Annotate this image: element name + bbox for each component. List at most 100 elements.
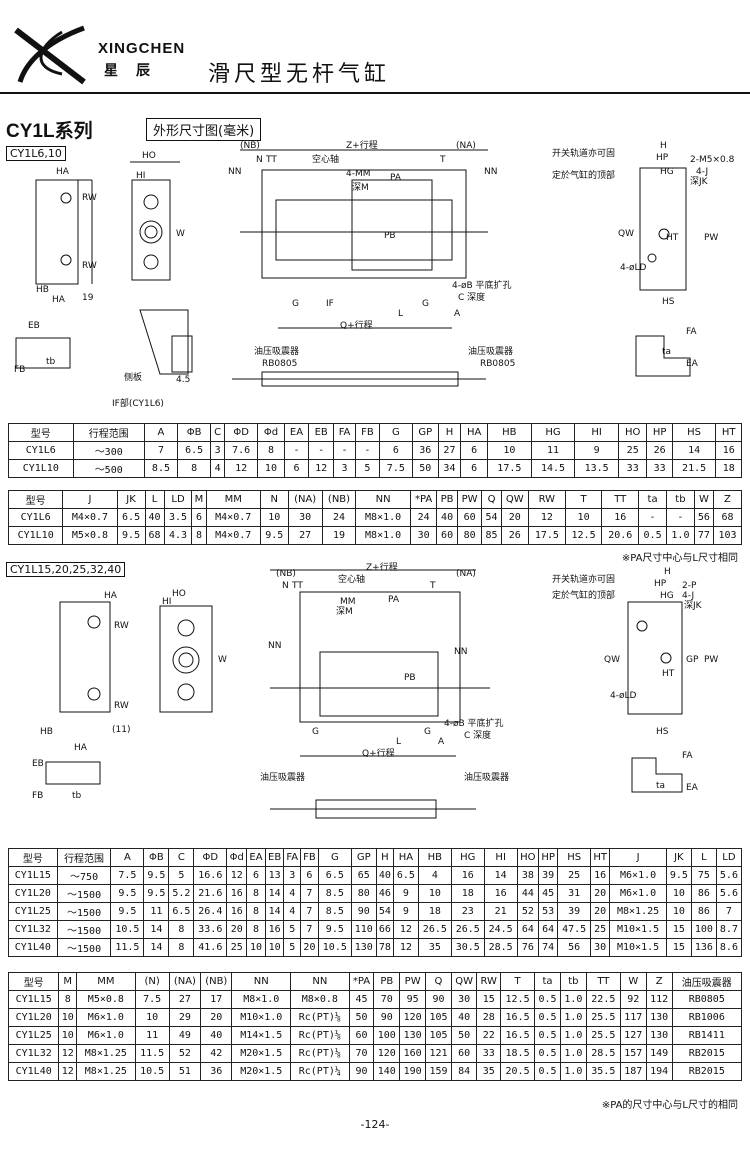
table-cell: 9.5 bbox=[665, 866, 692, 885]
table-cell: 130 bbox=[645, 1008, 673, 1027]
table-cell: 10 bbox=[665, 884, 692, 903]
table-cell: 6.5 bbox=[168, 902, 195, 921]
column-header: Φd bbox=[226, 848, 248, 867]
table-cell: 21 bbox=[483, 902, 518, 921]
column-header: A bbox=[143, 423, 179, 442]
dim-mm-2: MM bbox=[340, 597, 356, 607]
table-cell: 90 bbox=[350, 902, 377, 921]
dim-11: (11) bbox=[112, 725, 130, 735]
table-cell: 53 bbox=[538, 902, 559, 921]
table-cell: 157 bbox=[619, 1044, 647, 1063]
section2-drawings: HA RW RW HB HA (11) HO HI W Z+行程 (NB) (N… bbox=[32, 562, 718, 819]
dim-4j-1: 4-J bbox=[696, 167, 708, 177]
column-header: G bbox=[317, 848, 352, 867]
table-cell: 16 bbox=[715, 441, 742, 460]
table-cell: 16.6 bbox=[193, 866, 228, 885]
table-cell: 75 bbox=[690, 866, 717, 885]
column-header: JK bbox=[665, 848, 692, 867]
column-header: J bbox=[609, 848, 667, 867]
dim-hb-1: HB bbox=[36, 285, 49, 295]
dim-na-1: (NA) bbox=[456, 141, 476, 151]
table-cell: 9.5 bbox=[116, 526, 146, 545]
dim-nn-2b: NN bbox=[454, 647, 467, 657]
section1-drawings: HA RW RW HB HA 19 HO HI W Z+行程 (NB) (NA)… bbox=[14, 140, 735, 409]
m5-thread-1: 2-M5×0.8 bbox=[690, 155, 735, 165]
column-header: MM bbox=[76, 972, 136, 991]
column-header: N bbox=[259, 490, 289, 509]
column-header: W bbox=[619, 972, 647, 991]
table-cell: 15 bbox=[476, 990, 502, 1009]
dim-rw-2a: RW bbox=[114, 621, 129, 631]
dim-ha-2: HA bbox=[104, 591, 118, 601]
table-cell: 159 bbox=[425, 1062, 452, 1081]
table-cell: M20×1.5 bbox=[231, 1062, 292, 1081]
table-cell: 7 bbox=[143, 441, 179, 460]
column-header: (NA) bbox=[168, 972, 202, 991]
table-cell: 12 bbox=[58, 1062, 78, 1081]
dim-hs-2: HS bbox=[656, 727, 669, 737]
table-cell: 9.5 bbox=[317, 920, 352, 939]
table-cell: 140 bbox=[373, 1062, 401, 1081]
table-cell: CY1L20 bbox=[8, 884, 58, 903]
column-header: 油压吸震器 bbox=[671, 972, 743, 991]
column-header: (NB) bbox=[321, 490, 357, 509]
dim-hg-2: HG bbox=[660, 591, 674, 601]
table-cell: 0.5 bbox=[534, 1062, 561, 1081]
column-header: 型号 bbox=[7, 972, 60, 991]
table-cell: CY1L6 bbox=[8, 441, 74, 460]
table-cell: 28 bbox=[476, 1008, 502, 1027]
table-cell: 3 bbox=[332, 459, 357, 478]
table-cell: 6 bbox=[283, 459, 310, 478]
column-header: PW bbox=[399, 972, 427, 991]
dim-ha-2b: HA bbox=[74, 743, 88, 753]
table-cell: 26 bbox=[646, 441, 673, 460]
shock-label-2b: 油压吸震器 bbox=[464, 771, 509, 783]
table-cell: 8 bbox=[168, 920, 195, 939]
table-cell: M10×1.5 bbox=[609, 920, 667, 939]
column-header: HG bbox=[530, 423, 576, 442]
page-title: 滑尺型无杆气缸 bbox=[208, 62, 391, 87]
table-cell: 20 bbox=[226, 920, 248, 939]
column-header: HI bbox=[483, 848, 518, 867]
table-cell: RB1006 bbox=[671, 1008, 743, 1027]
column-header: ΦB bbox=[177, 423, 212, 442]
table-cell: 10 bbox=[134, 1008, 170, 1027]
dim-ha-1: HA bbox=[56, 167, 70, 177]
column-header: HB bbox=[417, 848, 452, 867]
dim-rw-2b: RW bbox=[114, 701, 129, 711]
table-cell: M4×0.7 bbox=[205, 508, 261, 527]
dim-hp-1: HP bbox=[656, 153, 669, 163]
table-cell: 8 bbox=[246, 902, 266, 921]
dim-g-2a: G bbox=[312, 727, 319, 737]
column-header: HI bbox=[574, 423, 619, 442]
table-cell: 10.5 bbox=[134, 1062, 170, 1081]
table-cell: 5 bbox=[283, 938, 302, 957]
column-header: L bbox=[144, 490, 165, 509]
column-header: HG bbox=[450, 848, 485, 867]
table-cell: 65 bbox=[350, 866, 377, 885]
table-cell: 14 bbox=[143, 938, 170, 957]
table-cell: 7.5 bbox=[110, 866, 145, 885]
table-cell: 40 bbox=[450, 1008, 478, 1027]
table-cell: ～300 bbox=[72, 441, 145, 460]
column-header: JK bbox=[116, 490, 146, 509]
table-cell: 6.5 bbox=[392, 866, 419, 885]
table-cell: 35 bbox=[476, 1062, 502, 1081]
table-cell: RB2015 bbox=[671, 1044, 743, 1063]
column-header: HP bbox=[538, 848, 559, 867]
table-cell: 92 bbox=[619, 990, 647, 1009]
table-cell: 6.5 bbox=[177, 441, 212, 460]
table-cell: 30 bbox=[287, 508, 323, 527]
stroke-top-1: Z+行程 bbox=[346, 140, 378, 151]
dim-19: 19 bbox=[82, 293, 94, 303]
column-header: NN bbox=[231, 972, 292, 991]
table-cell: 149 bbox=[645, 1044, 673, 1063]
column-header: Q bbox=[425, 972, 452, 991]
table-cell: 187 bbox=[619, 1062, 647, 1081]
table-cell: 25.5 bbox=[585, 1026, 621, 1045]
table-cell: 7 bbox=[300, 884, 319, 903]
